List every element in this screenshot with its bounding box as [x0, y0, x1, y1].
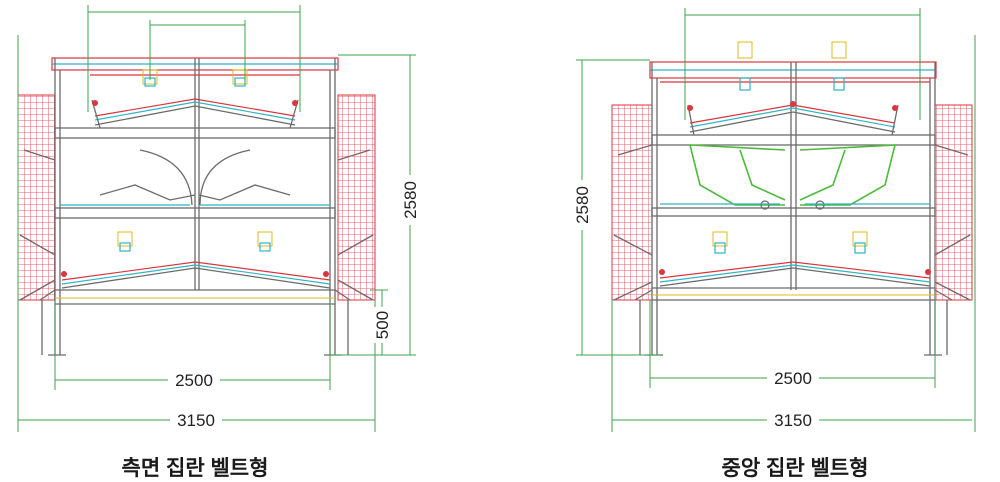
cage-frame	[48, 57, 342, 356]
lower-cage	[61, 261, 331, 289]
upper-cage	[90, 74, 300, 129]
center-belt-caption: 중앙 집란 벨트형	[721, 457, 869, 480]
leg-height-label: 500	[373, 311, 392, 339]
feeder-units	[712, 41, 868, 254]
middle-cage-center-belt	[660, 144, 930, 210]
inner-width-label: 2500	[774, 369, 812, 388]
side-belt-caption: 측면 집란 벨트형	[121, 457, 269, 480]
outer-width-label: 3150	[774, 411, 812, 430]
outer-width-label: 3150	[177, 411, 215, 430]
height-label: 2580	[401, 181, 420, 219]
center-belt-drawing: 2580 2500 3150	[570, 8, 976, 432]
cage-frame	[645, 61, 942, 356]
legs	[634, 289, 953, 355]
side-belt-drawing: 2580 500 2500 3150	[17, 5, 420, 432]
upper-cage	[660, 81, 930, 136]
legs	[39, 289, 351, 355]
left-grid-panel	[17, 94, 56, 301]
left-grid-panel	[611, 104, 653, 301]
middle-cage	[60, 149, 330, 206]
inner-width-label: 2500	[175, 371, 213, 390]
height-label: 2580	[573, 186, 592, 224]
right-grid-panel	[934, 104, 973, 301]
right-grid-panel	[337, 94, 376, 301]
lower-cage	[659, 261, 931, 287]
